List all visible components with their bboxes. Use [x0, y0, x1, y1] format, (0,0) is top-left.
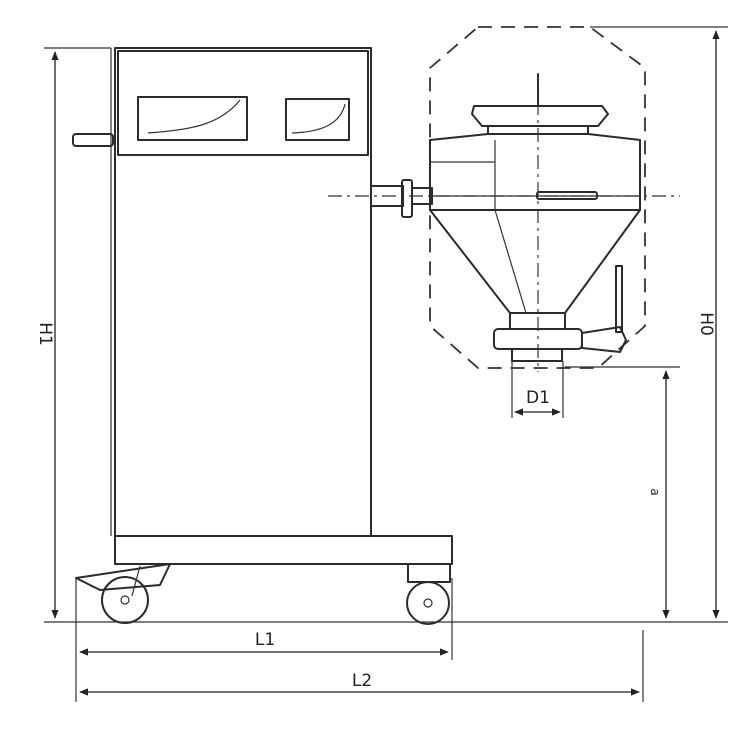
column-body [110, 47, 372, 537]
bin-container [429, 73, 641, 362]
dimension-l2: L2 [79, 671, 640, 696]
drive-shaft [328, 179, 680, 218]
base-plate [114, 535, 453, 565]
dimension-h1: H1 [35, 51, 59, 619]
display-window-right [285, 98, 350, 141]
control-panel [117, 50, 369, 156]
dimension-d1: D1 [514, 388, 561, 416]
dimension-l1: L1 [79, 630, 449, 656]
outlet-height-label: a [648, 488, 662, 495]
l2-label: L2 [352, 671, 372, 691]
h1-label: H1 [35, 322, 55, 346]
h0-label: H0 [696, 312, 716, 336]
display-window-left [137, 96, 248, 141]
extension-lines [44, 26, 728, 702]
caster-left [75, 563, 171, 624]
caster-right [406, 563, 451, 625]
dimension-h0: H0 [696, 30, 720, 619]
dimension-outlet-height: a [648, 370, 670, 619]
d1-label: D1 [526, 388, 550, 408]
l1-label: L1 [255, 630, 275, 650]
handle [72, 133, 114, 147]
